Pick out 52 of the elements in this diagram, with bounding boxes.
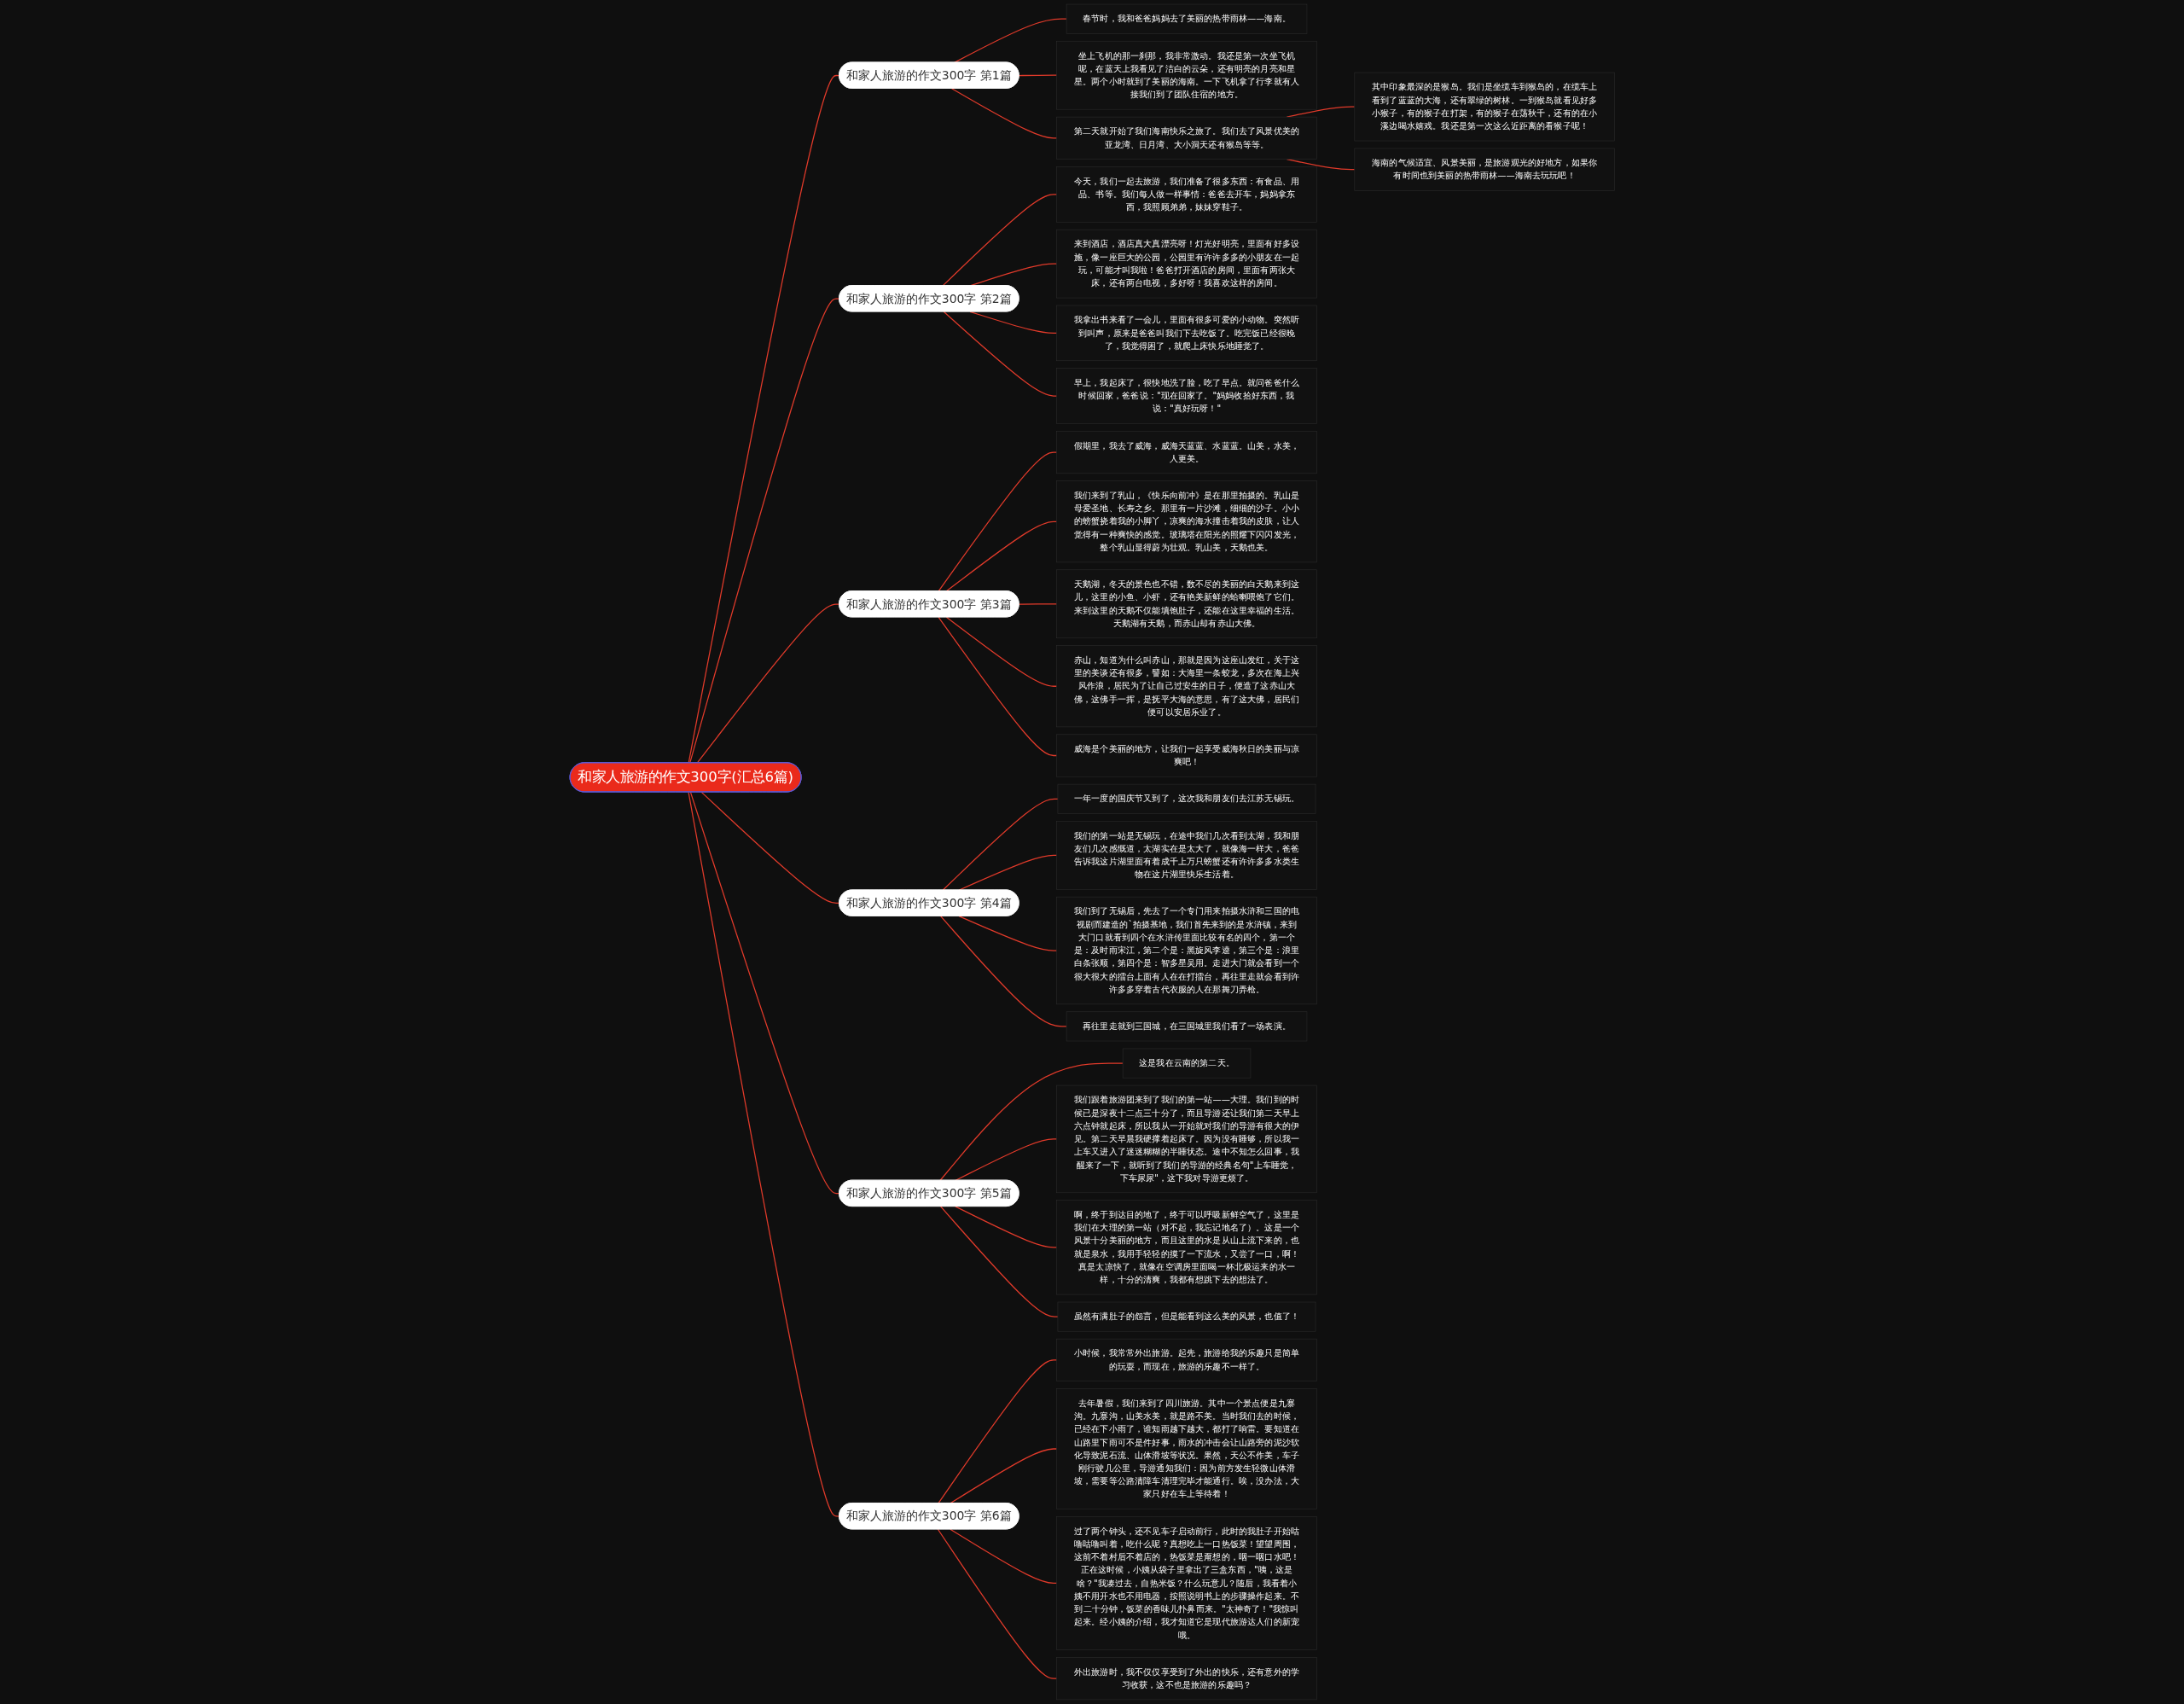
connector xyxy=(689,791,840,1195)
connector xyxy=(939,1062,1124,1182)
connector xyxy=(949,1528,1058,1585)
node-box xyxy=(1122,1048,1251,1079)
connector xyxy=(938,451,1058,592)
connector xyxy=(943,311,1058,397)
connector xyxy=(1018,603,1058,605)
node-box xyxy=(1056,1200,1317,1295)
connector xyxy=(688,298,840,764)
node-box xyxy=(1056,368,1317,424)
node-box xyxy=(1354,148,1615,191)
node-box xyxy=(1056,1657,1317,1701)
node-box xyxy=(1056,1516,1317,1650)
node-box xyxy=(1056,229,1317,299)
node-box xyxy=(1056,430,1317,474)
connector xyxy=(945,521,1058,592)
node-box xyxy=(1056,1085,1317,1194)
connector xyxy=(938,616,1058,757)
node-box xyxy=(1056,305,1317,362)
connector xyxy=(949,1448,1058,1504)
node-box xyxy=(1056,480,1317,563)
node-box xyxy=(1057,1301,1316,1332)
node-box xyxy=(1056,116,1317,160)
connector xyxy=(1018,74,1058,77)
connector xyxy=(945,616,1058,687)
node-box xyxy=(1056,734,1317,777)
connector xyxy=(954,1206,1058,1248)
node-box xyxy=(1066,3,1307,34)
connector xyxy=(696,603,840,764)
node-box xyxy=(1056,645,1317,728)
node-box xyxy=(1056,40,1317,110)
connector xyxy=(937,1528,1058,1679)
node-box xyxy=(1056,569,1317,639)
connector xyxy=(942,798,1059,891)
node-box xyxy=(1354,72,1615,142)
node-box xyxy=(1057,783,1316,814)
connector xyxy=(688,74,840,764)
connector xyxy=(939,916,1067,1027)
node-box xyxy=(1056,166,1317,223)
connector xyxy=(939,1206,1059,1317)
node-box xyxy=(1056,821,1317,890)
node-box xyxy=(1066,1011,1307,1042)
node-box xyxy=(1056,1388,1317,1509)
connector xyxy=(958,916,1058,951)
connector xyxy=(688,791,840,1517)
connector xyxy=(954,1138,1058,1182)
connector xyxy=(950,88,1058,139)
connector xyxy=(700,791,840,904)
node-box xyxy=(1056,1338,1317,1381)
node-box xyxy=(1056,896,1317,1005)
connector xyxy=(937,1359,1058,1504)
connector xyxy=(942,194,1058,287)
